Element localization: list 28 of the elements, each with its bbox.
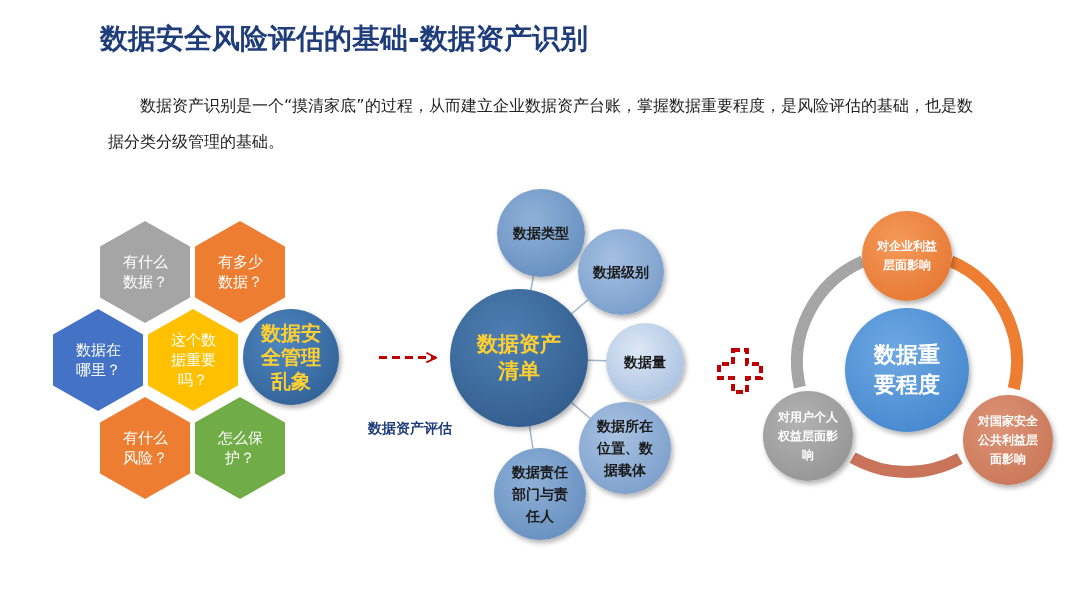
page-title: 数据安全风险评估的基础-数据资产识别 [100,21,588,57]
intro-paragraph: 数据资产识别是一个“摸清家底”的过程，从而建立企业数据资产台账，掌握数据重要程度，是风险评估的基础，也是数据分类分级管理的基础。 [108,95,974,153]
hexagon-tile: 有什么数据？ [100,221,190,323]
ring-arc [850,452,963,478]
ring-arc [791,255,866,389]
circle-node: 数据类型 [497,189,585,277]
circle-node: 数据责任部门与责任人 [494,448,586,540]
hexagon-tile: 怎么保护？ [195,397,285,499]
edge-label: 数据资产评估 [366,419,454,438]
circle-node: 对国家安全公共利益层面影响 [963,395,1053,485]
hexagon-tile: 有什么风险？ [100,397,190,499]
circle-node: 数据安全管理乱象 [243,309,339,405]
connector-line [570,401,591,419]
circle-node: 数据所在位置、数据载体 [579,402,671,494]
circle-node: 对用户个人权益层面影响 [763,391,853,481]
hexagon-tile: 这个数据重要吗？ [148,309,238,411]
connector-line [587,359,607,362]
hexagon-tile: 数据在哪里？ [53,309,143,411]
ring-arc [948,255,1023,390]
hexagon-tile: 有多少数据？ [195,221,285,323]
connector-line [571,298,589,315]
circle-node: 对企业利益层面影响 [862,211,952,301]
circle-node: 数据重要程度 [845,308,969,432]
circle-node: 数据级别 [578,229,664,315]
circle-node: 数据量 [606,323,684,401]
arrow [379,351,437,364]
connector-line [528,425,534,450]
connector-line [530,275,535,291]
